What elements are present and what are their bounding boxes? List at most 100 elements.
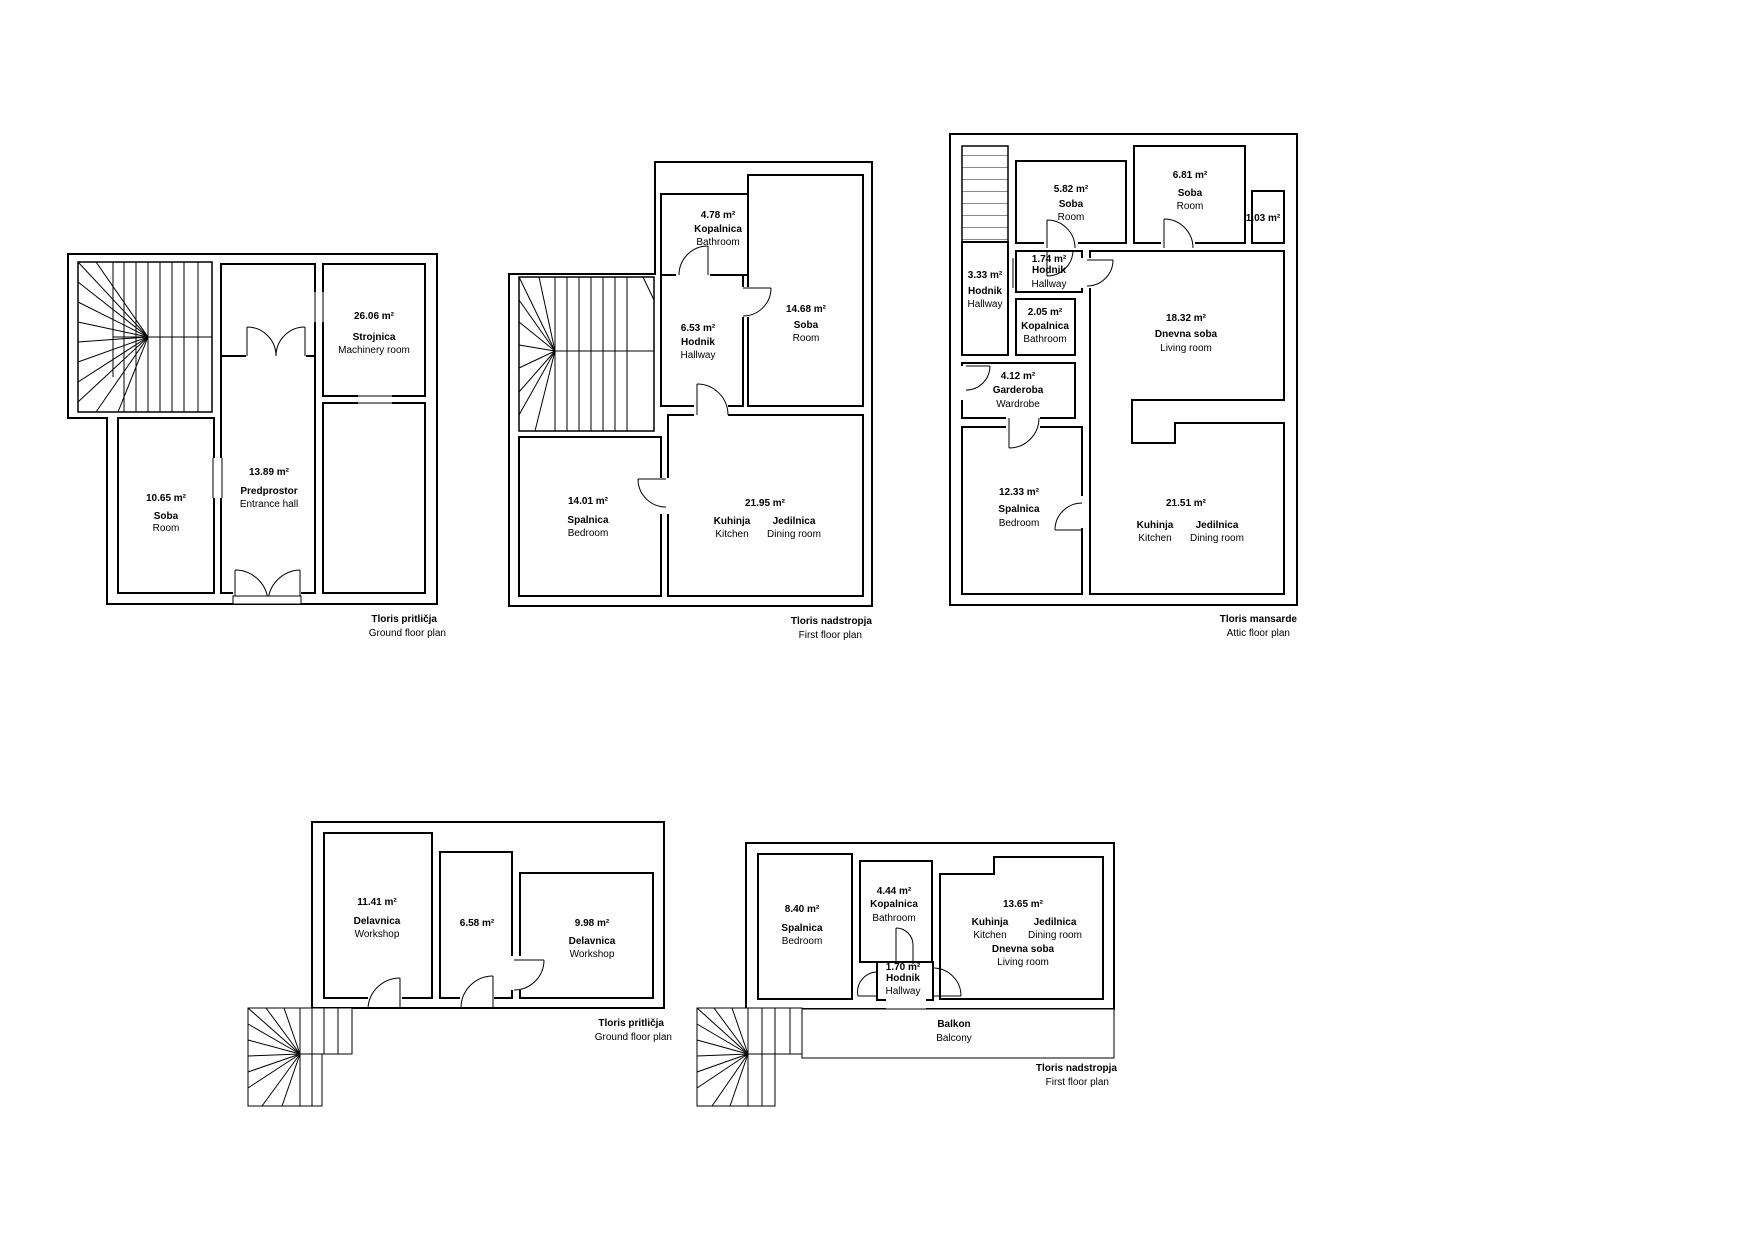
room-name: Kopalnica — [1021, 321, 1069, 332]
room-name: Strojnica — [353, 332, 396, 343]
plan-title: Tloris pritličja — [371, 614, 437, 625]
room-name-en: Balcony — [936, 1033, 972, 1044]
room-name-en: Bathroom — [872, 913, 915, 924]
room-area: 6.58 m² — [460, 918, 495, 929]
room-name: Dnevna soba — [1155, 329, 1218, 340]
room-name-en: Dining room — [1028, 930, 1082, 941]
room-name: Jedilnica — [773, 516, 816, 527]
room-name-en: Living room — [997, 957, 1049, 968]
room-name: Hodnik — [1032, 265, 1066, 276]
room-area: 13.65 m² — [1003, 899, 1044, 910]
room-area: 26.06 m² — [354, 311, 395, 322]
staircase — [518, 276, 655, 432]
room-name-en: Hallway — [885, 986, 920, 997]
room-area: 8.40 m² — [785, 904, 820, 915]
room-name: Dnevna soba — [992, 944, 1055, 955]
room-name-en: Kitchen — [715, 529, 748, 540]
room-name: Kopalnica — [694, 224, 742, 235]
room-name-en: Living room — [1160, 343, 1212, 354]
room-name-en: Workshop — [355, 929, 400, 940]
room-name: Spalnica — [781, 923, 823, 934]
plan-ground-floor-b: 11.41 m² Delavnica Workshop 6.58 m² 9.98… — [247, 821, 672, 1107]
room-name-en: Kitchen — [1138, 533, 1171, 544]
room-area: 6.81 m² — [1173, 170, 1208, 181]
room-name-en: Dining room — [767, 529, 821, 540]
room-name-en: Hallway — [680, 350, 715, 361]
room-name: Hodnik — [681, 337, 715, 348]
room-area: 14.68 m² — [786, 304, 827, 315]
plan-title: Tloris nadstropja — [791, 616, 873, 627]
plan-ground-floor-a: 26.06 m² Strojnica Machinery room 13.89 … — [67, 253, 446, 639]
room-area: 1.70 m² — [886, 962, 921, 973]
room-area: 21.95 m² — [745, 498, 786, 509]
plan-attic-a: 5.82 m² Soba Room 6.81 m² Soba Room 1.03… — [949, 133, 1298, 639]
room-name-en: Entrance hall — [240, 499, 298, 510]
room-name: Spalnica — [567, 515, 609, 526]
room-name-en: Bathroom — [696, 237, 739, 248]
room-name-en: Kitchen — [973, 930, 1006, 941]
room-name: Hodnik — [968, 286, 1002, 297]
room-name-en: Hallway — [967, 299, 1002, 310]
room-name: Jedilnica — [1034, 917, 1077, 928]
room-area: 3.33 m² — [968, 270, 1003, 281]
room-area: 4.12 m² — [1001, 371, 1036, 382]
room-name: Soba — [1059, 199, 1084, 210]
room-area: 9.98 m² — [575, 918, 610, 929]
room-name: Soba — [154, 511, 179, 522]
room-name-en: Bedroom — [568, 528, 609, 539]
plan-title: Tloris pritličja — [598, 1018, 664, 1029]
room-name: Kopalnica — [870, 899, 918, 910]
plan-subtitle: First floor plan — [1046, 1077, 1109, 1088]
room-name-en: Workshop — [570, 949, 615, 960]
staircase — [961, 145, 1009, 243]
room-name: Kuhinja — [714, 516, 751, 527]
room-name-en: Room — [1058, 212, 1085, 223]
room-name: Kuhinja — [972, 917, 1009, 928]
room-name-en: Room — [793, 333, 820, 344]
room-area: 2.05 m² — [1028, 307, 1063, 318]
plan-first-floor-b: 8.40 m² Spalnica Bedroom 4.44 m² Kopalni… — [696, 842, 1118, 1107]
room-name-en: Hallway — [1031, 279, 1066, 290]
room-name: Soba — [1178, 188, 1203, 199]
room-area: 4.78 m² — [701, 210, 736, 221]
plan-subtitle: Ground floor plan — [369, 628, 446, 639]
room-area: 12.33 m² — [999, 487, 1040, 498]
room-name: Spalnica — [998, 504, 1040, 515]
room-name-en: Bedroom — [782, 936, 823, 947]
plan-title: Tloris mansarde — [1220, 614, 1298, 625]
plan-title: Tloris nadstropja — [1036, 1063, 1118, 1074]
room-area: 11.41 m² — [357, 897, 397, 908]
plan-subtitle: Attic floor plan — [1227, 628, 1290, 639]
staircase — [696, 1007, 803, 1107]
room-name: Delavnica — [354, 916, 401, 927]
staircase — [77, 261, 213, 413]
room-area: 18.32 m² — [1166, 313, 1207, 324]
room-area: 6.53 m² — [681, 323, 716, 334]
room-name: Hodnik — [886, 973, 920, 984]
room-area: 1.03 m² — [1246, 213, 1281, 224]
room-name-en: Wardrobe — [996, 399, 1040, 410]
room-area: 21.51 m² — [1166, 498, 1207, 509]
room-name: Predprostor — [240, 486, 297, 497]
room-area: 4.44 m² — [877, 886, 912, 897]
plan-subtitle: First floor plan — [799, 630, 862, 641]
room-name: Jedilnica — [1196, 520, 1239, 531]
staircase — [247, 1007, 353, 1107]
room-name-en: Machinery room — [338, 345, 410, 356]
room-area: 5.82 m² — [1054, 184, 1089, 195]
room-area: 13.89 m² — [249, 467, 290, 478]
room-name: Delavnica — [569, 936, 616, 947]
room-name: Garderoba — [993, 385, 1044, 396]
room-area: 1.74 m² — [1032, 254, 1067, 265]
room-name: Balkon — [937, 1019, 970, 1030]
room-name: Soba — [794, 320, 819, 331]
room-name: Kuhinja — [1137, 520, 1174, 531]
room-area: 14.01 m² — [568, 496, 609, 507]
room-name-en: Bedroom — [999, 518, 1040, 529]
room-area: 10.65 m² — [146, 493, 187, 504]
room-name-en: Room — [153, 523, 180, 534]
room-name-en: Room — [1177, 201, 1204, 212]
plan-subtitle: Ground floor plan — [595, 1032, 672, 1043]
room-name-en: Bathroom — [1023, 334, 1066, 345]
